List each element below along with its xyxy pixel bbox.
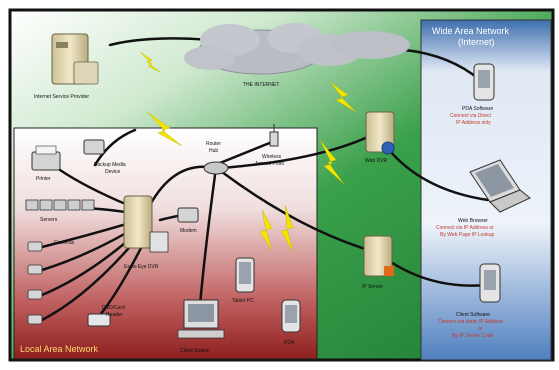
client-connect-line2: or [478, 326, 483, 332]
internet-cloud: THE INTERNET [184, 23, 410, 88]
router-label-line1: Router [206, 141, 221, 147]
connection-lines [40, 37, 490, 322]
isp-server: Internet Service Provider [34, 33, 99, 100]
internet-label: THE INTERNET [243, 82, 279, 88]
lan-pda-label: PDA [284, 340, 295, 346]
dvr-label: Exalo Eye DVR [124, 264, 159, 270]
modem-label: Modem [180, 228, 197, 234]
servers-label: Servers [40, 217, 58, 223]
lan-title: Local Area Network [20, 344, 99, 354]
wap-label-line2: Access Point [255, 161, 285, 167]
client-connect-line1: Connect via static IP Address [438, 319, 503, 325]
router-label-line2: Hub [209, 148, 218, 154]
pda-connect-line2: IP Address only [456, 120, 491, 126]
pda-software-label: PDA Software [462, 106, 493, 112]
client-station-label: Client Station [180, 348, 210, 354]
client-station: Client Station [177, 299, 225, 354]
laptop-device: Web Browser Connect via IP Address or By… [436, 159, 531, 238]
web-dvr-label: Web DVR [365, 158, 388, 164]
dvr-tower: Exalo Eye DVR [123, 195, 169, 270]
servers-row [25, 199, 95, 211]
modem-device: Modem [177, 207, 199, 234]
wan-title-line1: Wide Area Network [432, 26, 510, 36]
dvd-reader-device: DVD/Card Reader [87, 305, 125, 327]
web-browser-label: Web Browser [458, 218, 488, 224]
pda-connect-line1: Connect via Direct [450, 113, 491, 119]
client-connect-line3: By IP Server Code [452, 333, 494, 339]
browser-connect-line2: By Web Page IP Lookup [440, 232, 495, 238]
router-hub: Router Hub [203, 141, 229, 175]
lightning-bolts [139, 51, 357, 253]
tablet-label: Tablet PC [232, 298, 254, 304]
ip-server-label: IP Server [362, 284, 383, 290]
web-dvr-server: Web DVR [365, 111, 395, 164]
printer-device: Printer [31, 145, 61, 182]
dvd-label-line1: DVD/Card [102, 305, 125, 311]
isp-label: Internet Service Provider [34, 94, 89, 100]
cameras-group [27, 241, 43, 325]
wap-label-line1: Wireless [262, 154, 282, 160]
cameras-label: Cameras [54, 240, 75, 246]
wan-title-line2: (Internet) [458, 37, 495, 47]
lan-pda-device: PDA [281, 299, 301, 346]
client-software-label: Client Software [456, 312, 490, 318]
client-software-device: Client Software Connect via static IP Ad… [438, 263, 503, 339]
browser-connect-line1: Connect via IP Address or [436, 225, 494, 231]
wan-pda-device: PDA Software Connect via Direct IP Addre… [450, 63, 495, 126]
backup-media-device: Backup Media Device [83, 139, 126, 175]
ip-server: IP Server [362, 235, 394, 290]
backup-label-line2: Device [105, 169, 121, 175]
backup-label-line1: Backup Media [94, 162, 126, 168]
wireless-access-point: Wireless Access Point [255, 124, 285, 167]
tablet-pc: Tablet PC [232, 257, 255, 304]
dvd-label-line2: Reader [106, 312, 123, 318]
printer-label: Printer [36, 176, 51, 182]
